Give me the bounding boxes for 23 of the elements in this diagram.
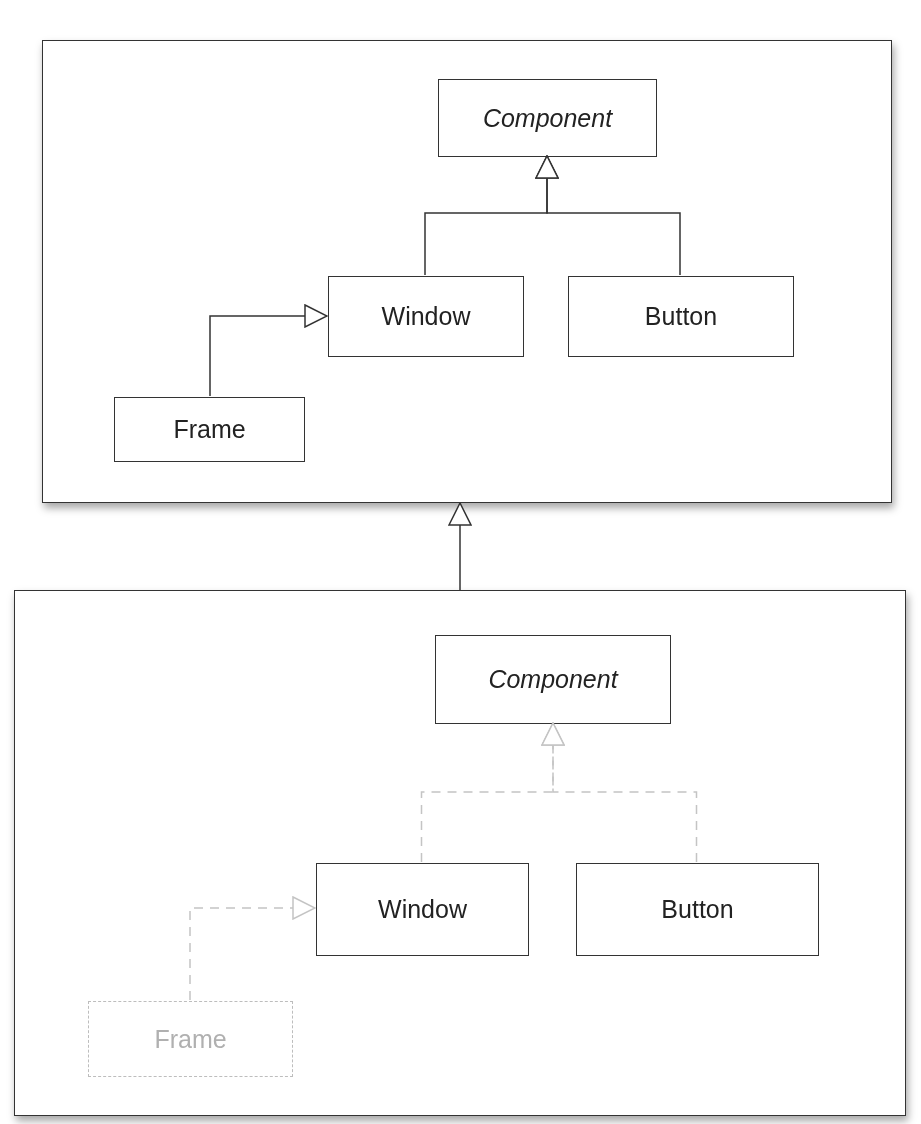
class-name: Button (644, 302, 718, 331)
class-name: Component (482, 103, 613, 133)
class-box (88, 1001, 293, 1077)
class-name: Button (661, 895, 734, 924)
package-panel (14, 590, 906, 1116)
package-panel (42, 40, 892, 503)
class-name: Window (381, 302, 471, 331)
class-box (114, 397, 305, 462)
generalization-arrow (448, 502, 472, 591)
generalization-arrow (209, 304, 328, 397)
class-box (568, 276, 794, 357)
generalization-arrow (535, 155, 681, 276)
class-name: Frame (154, 1024, 227, 1054)
generalization-arrow (541, 722, 698, 863)
class-name: Window (378, 895, 467, 924)
class-box (328, 276, 524, 357)
class-box (576, 863, 819, 956)
class-name: Component (488, 665, 618, 694)
generalization-arrow (189, 896, 316, 1001)
class-box (438, 79, 657, 157)
class-box (435, 635, 671, 724)
class-box (316, 863, 529, 956)
class-name: Frame (173, 415, 246, 444)
